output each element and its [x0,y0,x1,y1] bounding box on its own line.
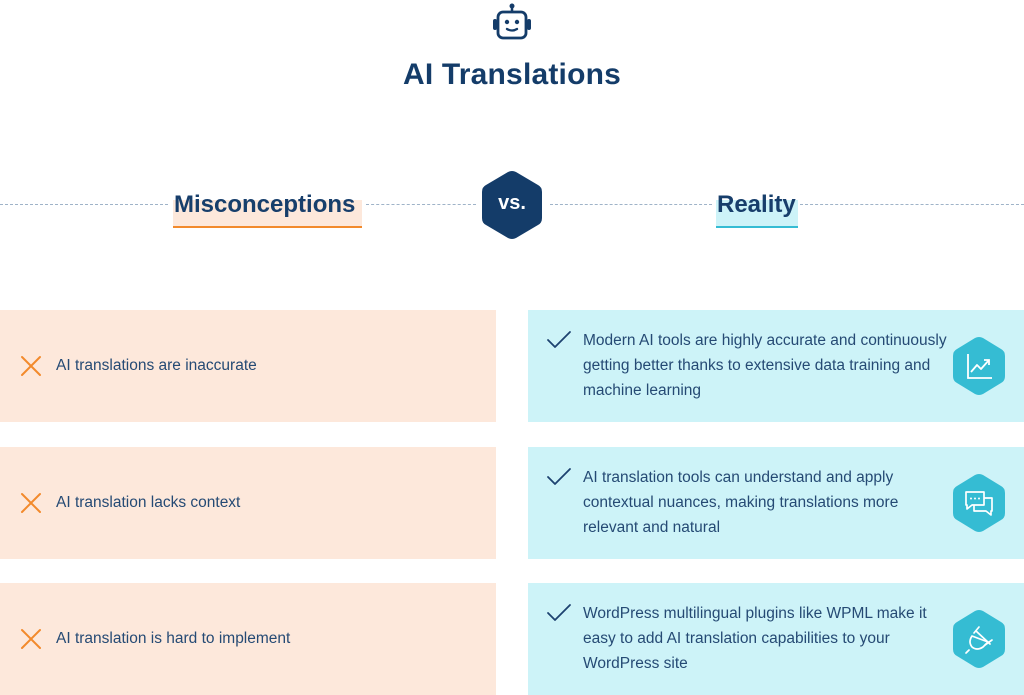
misconception-text: AI translations are inaccurate [56,357,257,374]
comparison-header: Misconceptions vs. Reality [0,170,1024,240]
x-icon [21,493,41,513]
vs-label: vs. [498,192,526,214]
reality-heading: Reality [716,188,798,228]
misconception-text: AI translation lacks context [56,494,241,511]
reality-text: WordPress multilingual plugins like WPML… [583,605,927,672]
reality-card: AI translation tools can understand and … [528,447,1024,559]
chart-trend-icon [953,337,1005,395]
misconception-card: AI translation lacks context [0,447,496,559]
reality-text: Modern AI tools are highly accurate and … [583,332,947,399]
misconceptions-heading: Misconceptions [173,188,362,228]
dashed-divider [0,204,168,205]
misconception-card: AI translations are inaccurate [0,310,496,422]
page-title: AI Translations [402,58,622,91]
dashed-divider [550,204,712,205]
vs-badge: vs. [480,170,544,240]
reality-card: WordPress multilingual plugins like WPML… [528,583,1024,695]
chat-bubbles-icon [953,474,1005,532]
x-icon [21,629,41,649]
robot-icon [493,3,531,40]
x-icon [21,356,41,376]
plug-icon [953,610,1005,668]
check-icon [547,468,571,485]
misconception-text: AI translation is hard to implement [56,630,291,647]
dashed-divider [800,204,1024,205]
check-icon [547,331,571,348]
misconception-card: AI translation is hard to implement [0,583,496,695]
check-icon [547,604,571,621]
hexagon-shape [482,171,542,239]
dashed-divider [366,204,476,205]
reality-text: AI translation tools can understand and … [583,469,899,536]
reality-card: Modern AI tools are highly accurate and … [528,310,1024,422]
